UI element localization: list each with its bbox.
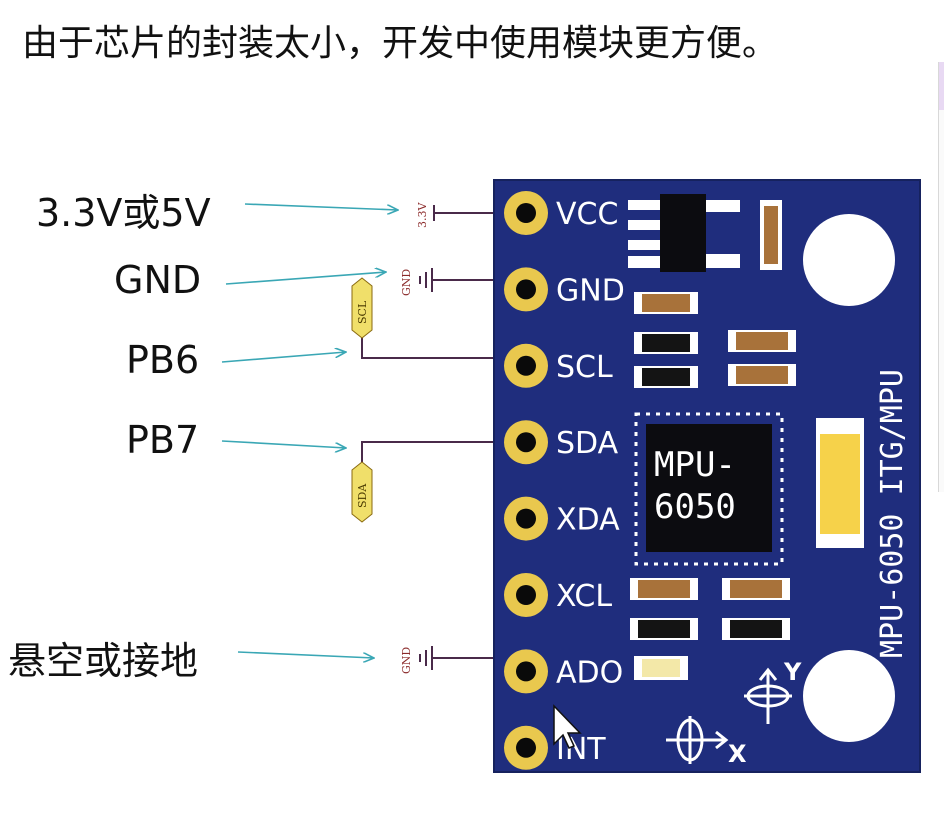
pin-label-sda: SDA — [556, 426, 619, 461]
pb7-label: PB7 — [126, 418, 200, 462]
pb6-label: PB6 — [126, 338, 200, 382]
pin-hole-int — [516, 737, 536, 758]
axis-y-label: Y — [783, 658, 802, 686]
pin-label-xda: XDA — [556, 503, 620, 538]
pin-hole-sda — [516, 432, 536, 453]
net-tag-gnd-2: GND — [400, 647, 413, 674]
mounting-hole-bottom — [803, 650, 895, 742]
pin-hole-gnd — [516, 279, 536, 300]
vcc-pointer-arrow — [244, 203, 398, 210]
board-silkscreen-text: MPU-6050 ITG/MPU — [875, 369, 910, 658]
pin-hole-xcl — [516, 585, 536, 605]
pb7-pointer-arrow — [221, 440, 346, 448]
pin-hole-ado — [516, 661, 536, 682]
chip-label-line2: 6050 — [654, 487, 736, 527]
sda-wire — [361, 441, 496, 462]
net-tag-3v3: 3.3V — [416, 202, 429, 228]
window-edge-strip — [938, 62, 944, 492]
pin-hole-xda — [516, 508, 536, 529]
pin-hole-scl — [516, 355, 536, 376]
pin-label-gnd: GND — [556, 273, 625, 308]
chip-label-line1: MPU- — [654, 445, 736, 485]
gnd-pointer-arrow — [225, 272, 386, 285]
axis-x-label: X — [728, 740, 747, 768]
pin-label-vcc: VCC — [556, 197, 618, 232]
mouse-cursor-icon — [553, 704, 582, 749]
gnd-label: GND — [114, 258, 202, 302]
ado-pointer-arrow — [237, 651, 374, 658]
ado-note-label: 悬空或接地 — [8, 639, 199, 683]
pin-label-scl: SCL — [556, 350, 613, 385]
voltage-regulator — [628, 194, 740, 272]
net-tag-gnd-1: GND — [400, 269, 413, 296]
smd-components — [630, 292, 796, 680]
axis-indicator — [666, 667, 792, 764]
scl-flag-text: SCL — [356, 300, 369, 324]
ground-symbol-1 — [419, 268, 433, 292]
pin-hole-vcc — [516, 203, 536, 223]
page-title: 由于芯片的封装太小，开发中使用模块更方便。 — [22, 23, 779, 64]
mpu6050-chip: MPU- 6050 — [634, 412, 784, 566]
pb6-pointer-arrow — [221, 352, 346, 363]
sda-flag-text: SDA — [356, 483, 369, 508]
ground-symbol-2 — [419, 646, 433, 670]
window-edge-accent — [939, 62, 944, 110]
pin-label-ado: ADO — [556, 655, 623, 690]
mounting-hole-top — [803, 214, 895, 306]
vcc-supply-label: 3.3V或5V — [36, 191, 211, 235]
scl-wire — [361, 336, 496, 359]
pin-label-xcl: XCL — [556, 579, 612, 614]
sda-net-flag: SDA — [351, 461, 373, 523]
scl-net-flag: SCL — [351, 277, 373, 339]
